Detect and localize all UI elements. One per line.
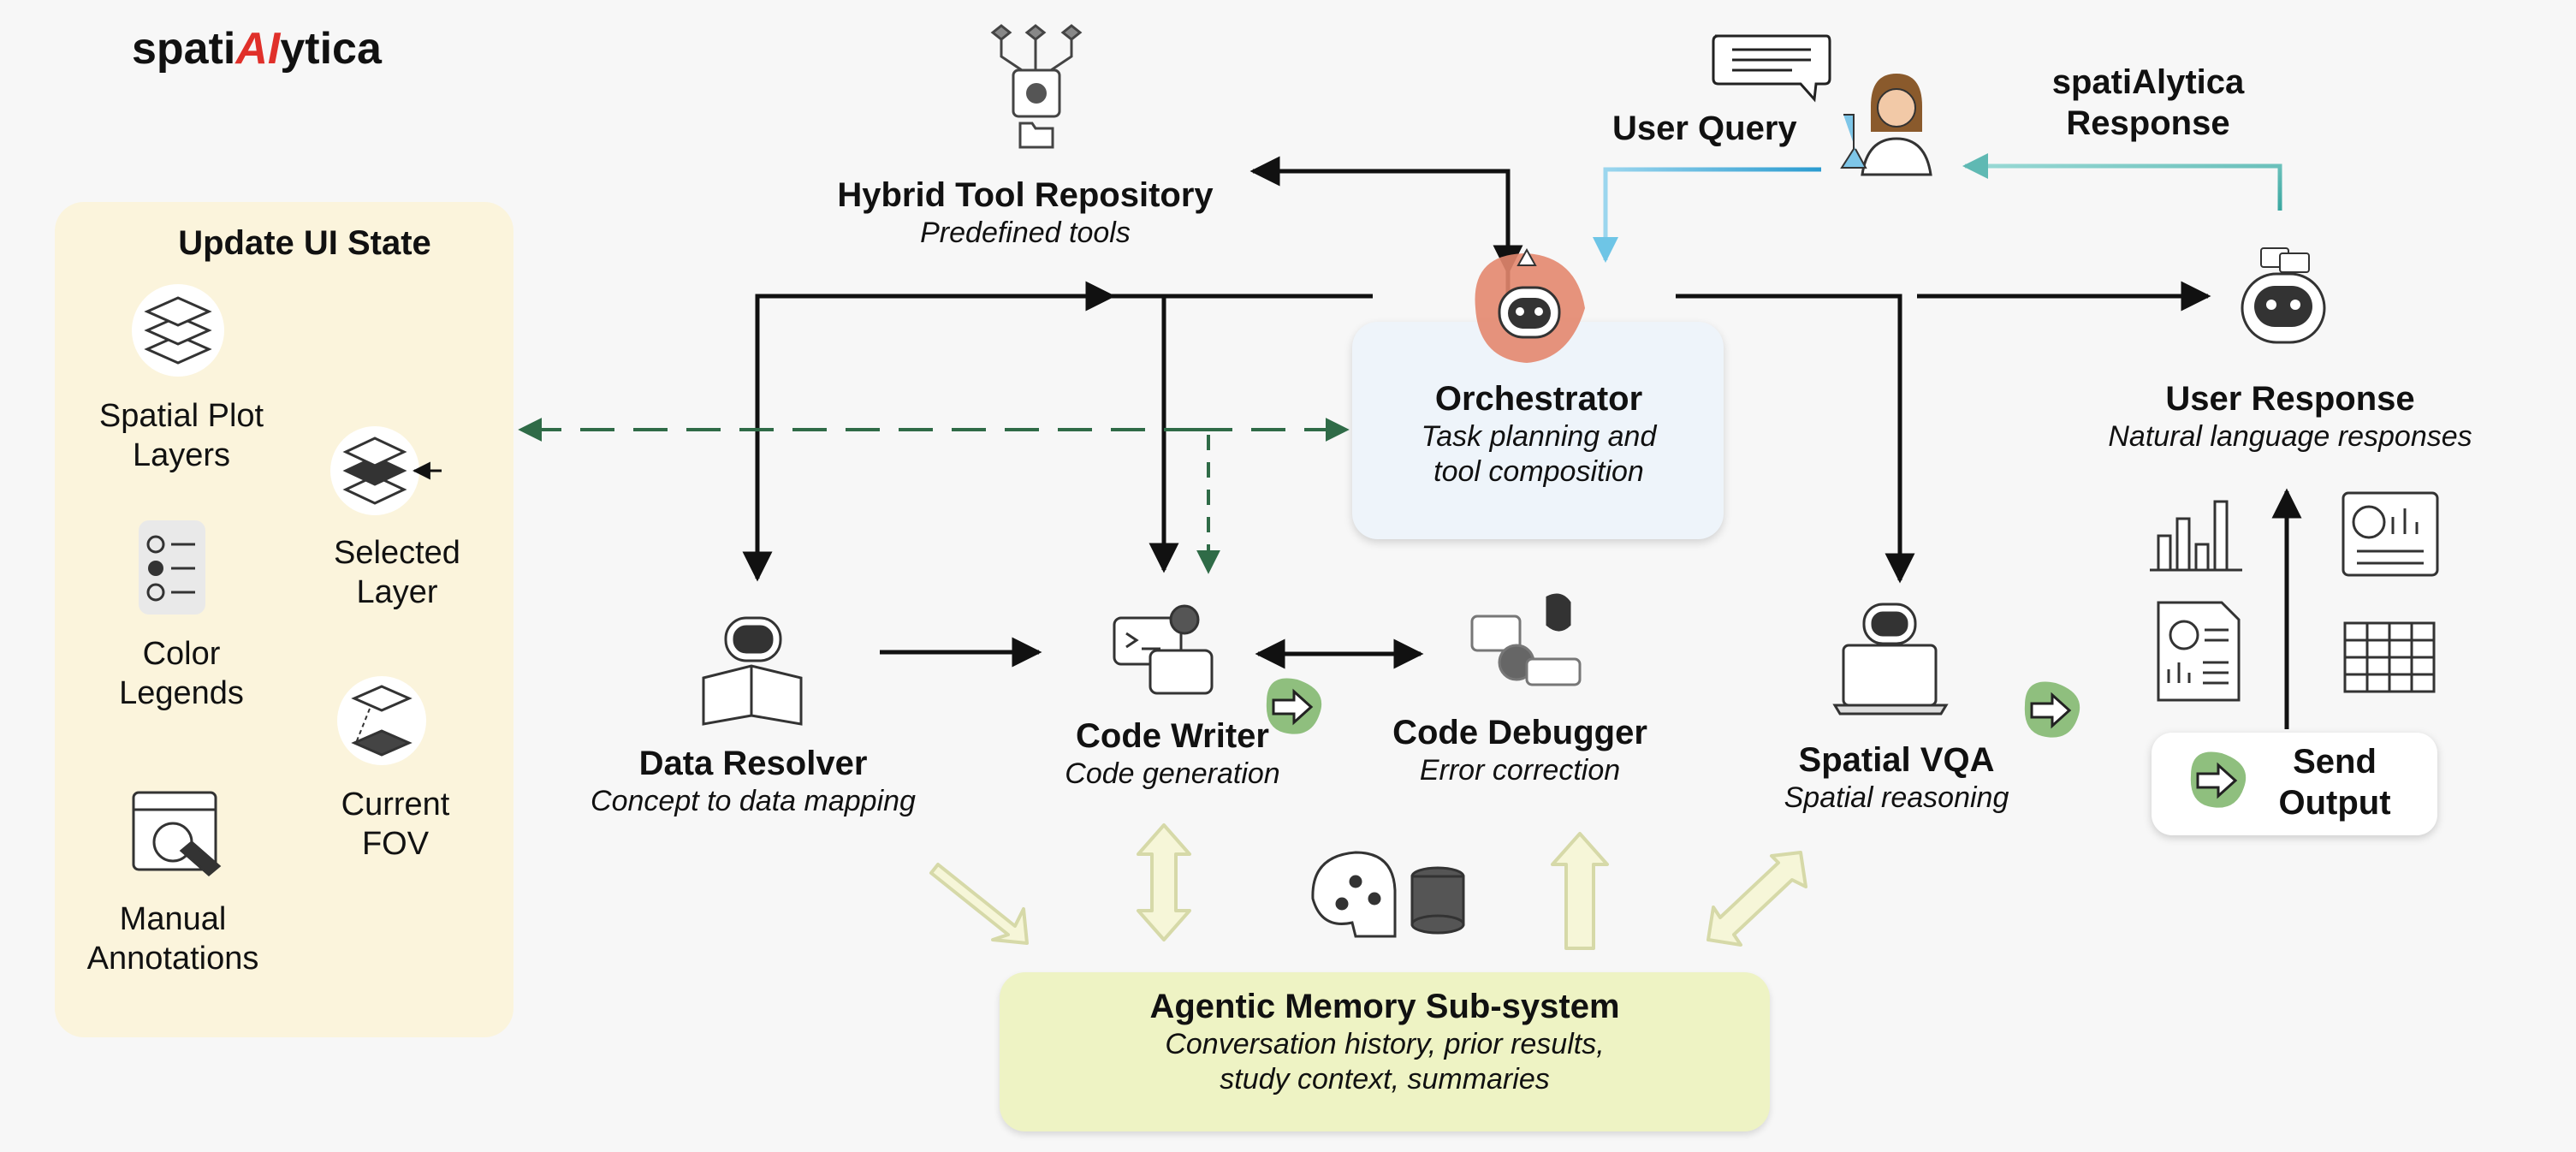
code-debugger-icon (1470, 593, 1582, 686)
logo-part-1: spati (132, 24, 236, 74)
annotation-icon (132, 791, 222, 876)
logo-part-ai: AI (235, 24, 281, 74)
ui-state-panel (55, 202, 513, 1037)
tool-repo-icon (990, 24, 1083, 149)
send-output-label: Send Output (2278, 743, 2391, 822)
send-icon (1266, 678, 1322, 734)
code-debugger-node: Code Debugger Error correction (1392, 714, 1647, 787)
speech-bubble-icon (1712, 34, 1831, 103)
spatialytica-response-label: spatiAlytica Response (2051, 63, 2245, 142)
user-query-label: User Query (1612, 110, 1797, 147)
ui-state-dashed-arrows (518, 418, 1350, 574)
data-resolver-node: Data Resolver Concept to data mapping (591, 745, 916, 817)
send-icon (2190, 751, 2247, 808)
memory-brain-icon (1311, 851, 1465, 938)
response-arrow (1962, 153, 2282, 211)
spatial-vqa-icon (1832, 603, 1949, 716)
orchestrator-robot-icon (1475, 247, 1585, 363)
ui-state-title: Update UI State (178, 224, 431, 262)
report-icon (2157, 601, 2241, 702)
orchestrator-node: Orchestrator Task planning and tool comp… (1421, 380, 1657, 488)
data-resolver-icon (702, 616, 803, 726)
memory-node: Agentic Memory Sub-system Conversation h… (1149, 988, 1620, 1096)
bar-chart-icon (2150, 500, 2242, 572)
fov-icon (337, 676, 426, 765)
dashboard-icon (2342, 491, 2439, 577)
memory-arrows (929, 823, 1807, 950)
logo: spatiAIytica (132, 22, 382, 75)
user-response-node: User Response Natural language responses (2108, 380, 2472, 453)
code-writer-node: Code Writer Code generation (1065, 717, 1280, 790)
memory-box (1000, 972, 1770, 1131)
tool-repo-node: Hybrid Tool Repository Predefined tools (837, 176, 1214, 249)
layers-icon (132, 284, 224, 377)
selected-layer-icon (330, 426, 442, 515)
table-icon (2343, 621, 2436, 693)
send-icon (2024, 681, 2080, 738)
code-writer-icon (1113, 604, 1214, 695)
response-robot-icon (2241, 247, 2326, 344)
logo-part-2: ytica (280, 24, 382, 74)
user-query-arrow (1593, 167, 1821, 263)
scientist-icon (1840, 74, 1932, 176)
spatial-vqa-node: Spatial VQA Spatial reasoning (1784, 741, 2009, 814)
legend-icon (139, 520, 205, 615)
control-flow-arrows (742, 156, 2302, 729)
